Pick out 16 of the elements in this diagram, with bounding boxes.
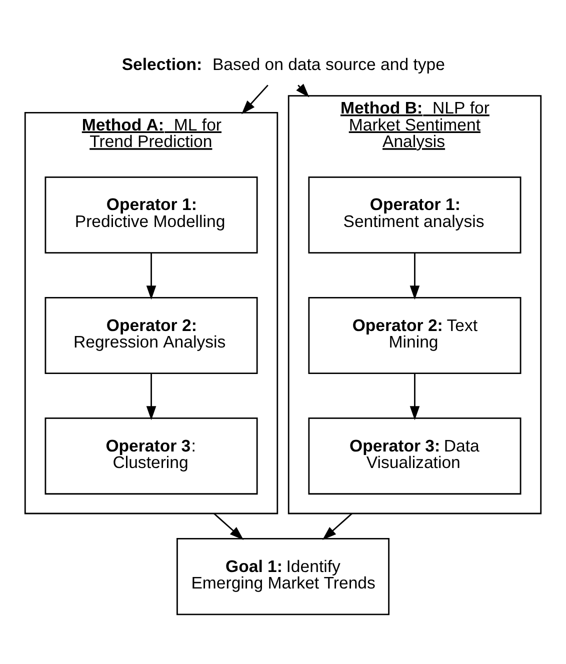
arrow (410, 374, 420, 420)
node-box: Operator 2: Text Mining (308, 296, 522, 374)
arrow (146, 374, 156, 420)
node-box: Operator 3: Data Visualization (308, 418, 522, 495)
node-box: Operator 3: Clustering (44, 418, 258, 495)
arrow (296, 84, 310, 98)
arrow (410, 252, 420, 300)
node-box: Goal 1: Identify Emerging Market Trends (176, 538, 390, 616)
node-box: Operator 1: Sentiment analysis (308, 176, 522, 254)
node-text: Selection: Based on data source and type (122, 55, 445, 74)
node-box: Operator 1: Predictive Modelling (44, 176, 258, 254)
arrow (146, 252, 156, 300)
arrow (322, 512, 352, 540)
arrow (214, 512, 244, 540)
node-box: Operator 2: Regression Analysis (44, 296, 258, 374)
arrow (241, 84, 268, 114)
